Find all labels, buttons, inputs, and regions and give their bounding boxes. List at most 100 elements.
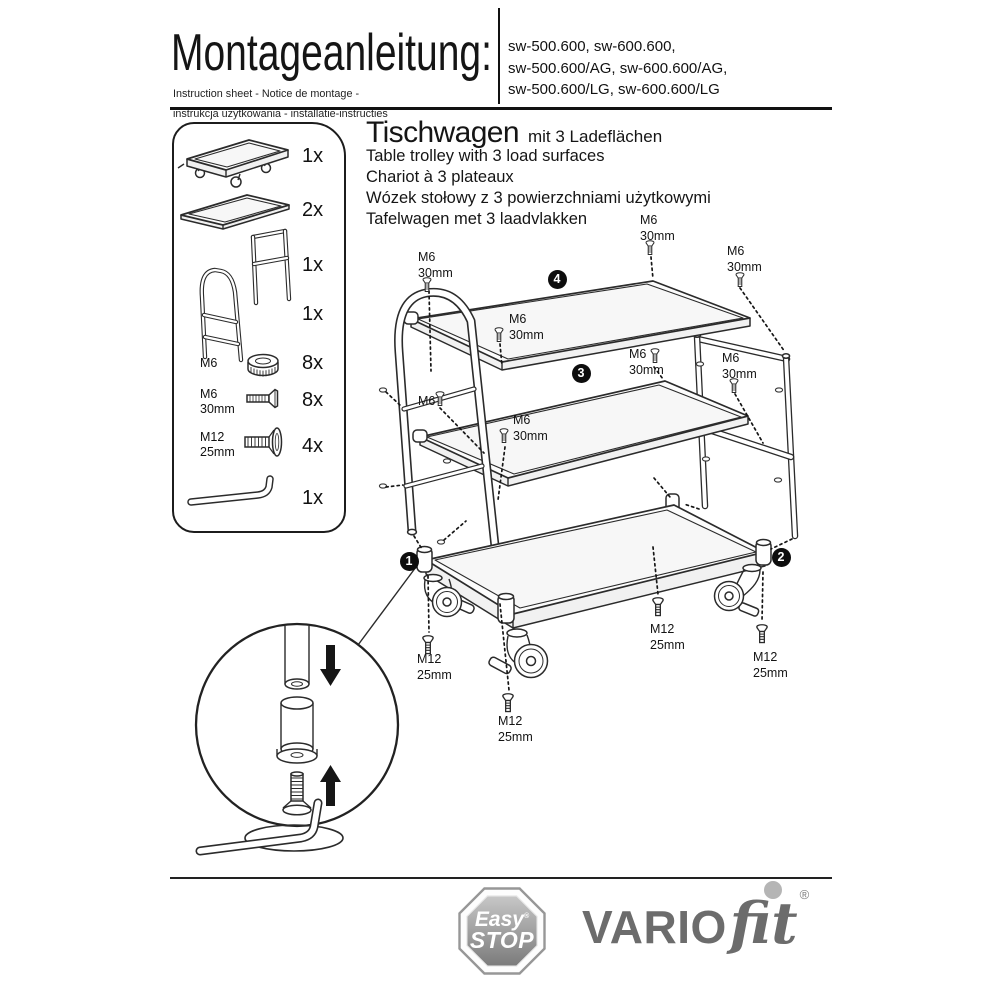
label-length: 30mm	[418, 265, 453, 280]
registered-mark: ®	[523, 913, 530, 920]
product-title: Tischwagen	[366, 116, 520, 149]
label-m6-shelf-front: M6 30mm	[509, 312, 544, 343]
assembly-detail-view	[194, 566, 417, 856]
label-size: M12	[417, 652, 442, 666]
part-label-hex-nut: M6	[200, 356, 218, 370]
product-title-suffix: mit 3 Ladeflächen	[527, 127, 663, 146]
label-m6-mid-front: M6 30mm	[513, 413, 548, 444]
part-icon-allen-key	[187, 475, 274, 506]
part-label-length: 30mm	[200, 401, 235, 416]
easystop-logo-text-top: Easy®	[466, 906, 538, 931]
part-label-length: 25mm	[200, 444, 235, 459]
part-label-size: M12	[200, 430, 225, 444]
label-size: M12	[498, 714, 523, 728]
product-subtitle-nl: Tafelwagen met 3 laadvlakken	[366, 210, 588, 228]
label-length: 30mm	[640, 228, 675, 243]
parts-list-box	[172, 122, 346, 533]
product-subtitle-pl: Wózek stołowy z 3 powierzchniami użytkow…	[366, 189, 711, 207]
label-m6-mid-left: M6	[418, 394, 435, 410]
label-length: 30mm	[629, 362, 664, 377]
part-icon-hex-nut	[247, 353, 279, 377]
label-length: 30mm	[509, 327, 544, 342]
arrow-down-icon	[320, 645, 341, 686]
variofit-logo: VARIO fit ®	[582, 887, 810, 957]
label-size: M6	[727, 244, 745, 258]
label-length: 30mm	[513, 428, 548, 443]
product-subtitle-en: Table trolley with 3 load surfaces	[366, 147, 605, 165]
model-line: sw-500.600/AG, sw-600.600/AG,	[508, 59, 728, 77]
header-divider	[498, 8, 500, 104]
part-qty-allen-key: 1x	[302, 487, 324, 509]
variofit-fit: fit	[729, 890, 798, 957]
product-title-row: Tischwagen mit 3 Ladeflächen	[366, 116, 662, 150]
easystop-easy: Easy	[474, 908, 524, 931]
part-qty-base-trolley: 1x	[302, 145, 324, 167]
label-m12-center-right: M12 25mm	[650, 622, 685, 653]
label-size: M6	[722, 351, 740, 365]
model-numbers: sw-500.600, sw-600.600, sw-500.600/AG, s…	[508, 36, 727, 101]
part-qty-hex-nut: 8x	[302, 352, 324, 374]
label-size: M6	[509, 312, 527, 326]
part-icon-load-surface	[180, 194, 290, 230]
label-m12-bottom-center: M12 25mm	[498, 714, 533, 745]
variofit-dot-icon	[764, 881, 782, 899]
part-qty-screw-m6: 8x	[302, 389, 324, 411]
part-label-screw-m12: M12 25mm	[200, 430, 235, 459]
footer-rule	[170, 877, 832, 879]
label-m6-top-right: M6 30mm	[727, 244, 762, 275]
part-label-size: M6	[200, 387, 218, 401]
label-size: M6	[418, 394, 436, 408]
part-qty-handle-frame: 1x	[302, 303, 324, 325]
part-icon-screw-m6	[246, 388, 279, 409]
sheet-subtitle-line1: Instruction sheet - Notice de montage -	[173, 88, 360, 100]
callout-step-2: 2	[771, 547, 791, 567]
part-label-screw-m6: M6 30mm	[200, 387, 235, 416]
label-length: 25mm	[417, 667, 452, 682]
left-caster	[423, 573, 475, 618]
part-icon-handle-frame	[199, 267, 244, 363]
part-qty-load-surface: 2x	[302, 199, 324, 221]
part-icon-base-trolley	[177, 139, 289, 188]
detail-screw	[282, 771, 312, 816]
part-icon-screw-m12	[244, 427, 283, 457]
label-size: M12	[650, 622, 675, 636]
label-length: 25mm	[498, 729, 533, 744]
label-length: 30mm	[722, 366, 757, 381]
part-qty-screw-m12: 4x	[302, 435, 324, 457]
label-size: M6	[640, 213, 658, 227]
sheet-title: Montageanleitung:	[171, 24, 492, 82]
callout-step-4: 4	[547, 269, 567, 289]
callout-step-3: 3	[571, 363, 591, 383]
label-m12-right: M12 25mm	[753, 650, 788, 681]
trolley-diagram	[378, 240, 799, 712]
variofit-registered: ®	[799, 887, 810, 902]
leader-lines	[385, 256, 793, 691]
label-size: M6	[418, 250, 436, 264]
label-size: M6	[513, 413, 531, 427]
detail-leg-tube	[284, 626, 310, 690]
right-caster	[713, 563, 762, 617]
label-size: M6	[629, 347, 647, 361]
model-line: sw-500.600/LG, sw-600.600/LG	[508, 81, 720, 98]
part-icon-side-frame	[250, 228, 292, 306]
variofit-vario: VARIO	[582, 901, 727, 953]
label-length: 25mm	[650, 637, 685, 652]
label-size: M12	[753, 650, 778, 664]
label-m6-mid-right: M6 30mm	[722, 351, 757, 382]
label-m6-center: M6 30mm	[629, 347, 664, 378]
header-rule	[170, 107, 832, 110]
label-m6-top-center: M6 30mm	[640, 213, 675, 244]
easystop-logo-text-bottom: STOP	[469, 927, 535, 953]
base-tray	[425, 504, 766, 629]
detail-allen-key	[195, 798, 344, 856]
front-caster	[488, 628, 549, 679]
detail-spacer-bushing	[276, 696, 318, 764]
label-length: 25mm	[753, 665, 788, 680]
part-qty-side-frame: 1x	[302, 254, 324, 276]
label-length: 30mm	[727, 259, 762, 274]
product-subtitle-fr: Chariot à 3 plateaux	[366, 168, 514, 186]
label-m12-left: M12 25mm	[417, 652, 452, 683]
arrow-up-icon	[320, 765, 341, 806]
